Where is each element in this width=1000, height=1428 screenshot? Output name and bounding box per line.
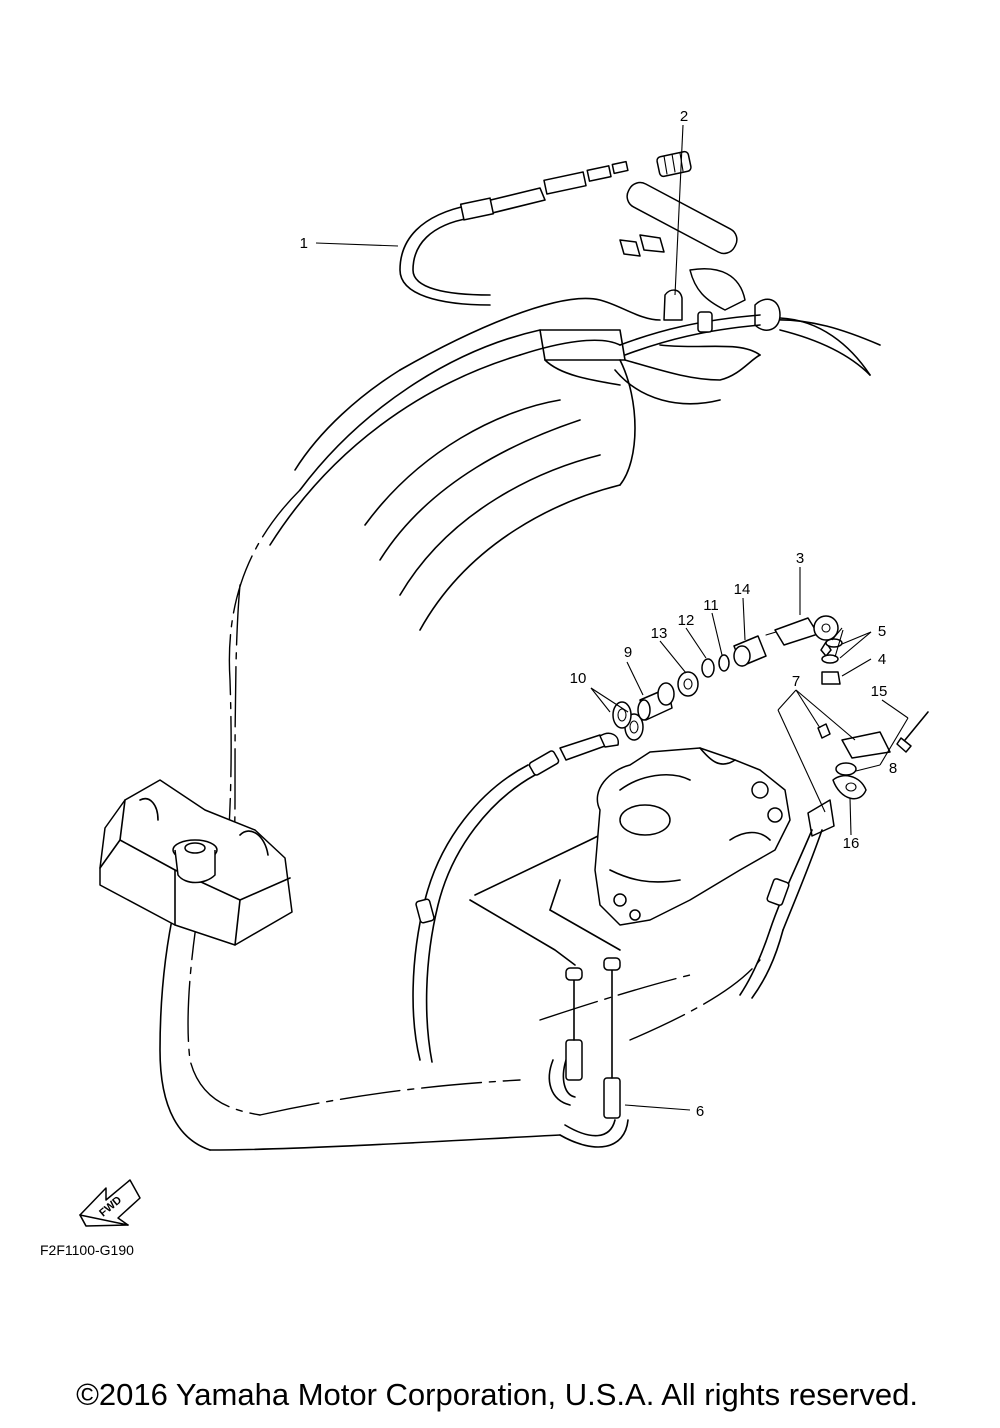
nut-4 xyxy=(821,671,841,685)
leader-lines xyxy=(315,124,909,1111)
callout-14: 14 xyxy=(734,581,751,598)
callout-4: 4 xyxy=(878,651,886,668)
part-16 xyxy=(832,774,867,800)
part-11 xyxy=(718,654,730,672)
callout-9: 9 xyxy=(624,644,632,661)
lower-cable xyxy=(412,732,629,1148)
part-15 xyxy=(896,737,912,753)
washer-10b xyxy=(612,701,632,729)
part-7 xyxy=(841,731,891,759)
callout-15: 15 xyxy=(871,683,888,700)
support-block xyxy=(99,779,293,946)
callout-labels: 1 2 3 4 5 6 7 8 9 10 11 12 13 14 15 16 xyxy=(300,108,898,1120)
washer-5b xyxy=(821,654,839,664)
callout-10: 10 xyxy=(570,670,587,687)
part-3 xyxy=(774,617,819,646)
callout-6: 6 xyxy=(696,1103,704,1120)
callout-16: 16 xyxy=(843,835,860,852)
part-8 xyxy=(835,762,857,776)
callout-5: 5 xyxy=(878,623,886,640)
callout-11: 11 xyxy=(703,597,719,614)
callout-8: 8 xyxy=(889,760,897,777)
hull-outline xyxy=(159,297,881,1151)
callout-12: 12 xyxy=(678,612,695,629)
right-parts xyxy=(739,711,929,999)
jet-pump-unit xyxy=(594,747,791,926)
callout-13: 13 xyxy=(651,625,668,642)
part-12 xyxy=(701,658,715,678)
diagram-code: F2F1100-G190 xyxy=(40,1242,134,1258)
callout-2: 2 xyxy=(680,108,688,125)
steering-cable xyxy=(399,150,871,376)
copyright-text: ©2016 Yamaha Motor Corporation, U.S.A. A… xyxy=(76,1377,918,1412)
fwd-arrow: FWD xyxy=(79,1179,141,1227)
callout-7: 7 xyxy=(792,673,800,690)
small-parts xyxy=(612,615,843,741)
part-13 xyxy=(677,671,699,697)
callout-1: 1 xyxy=(300,235,308,252)
callout-3: 3 xyxy=(796,550,804,567)
